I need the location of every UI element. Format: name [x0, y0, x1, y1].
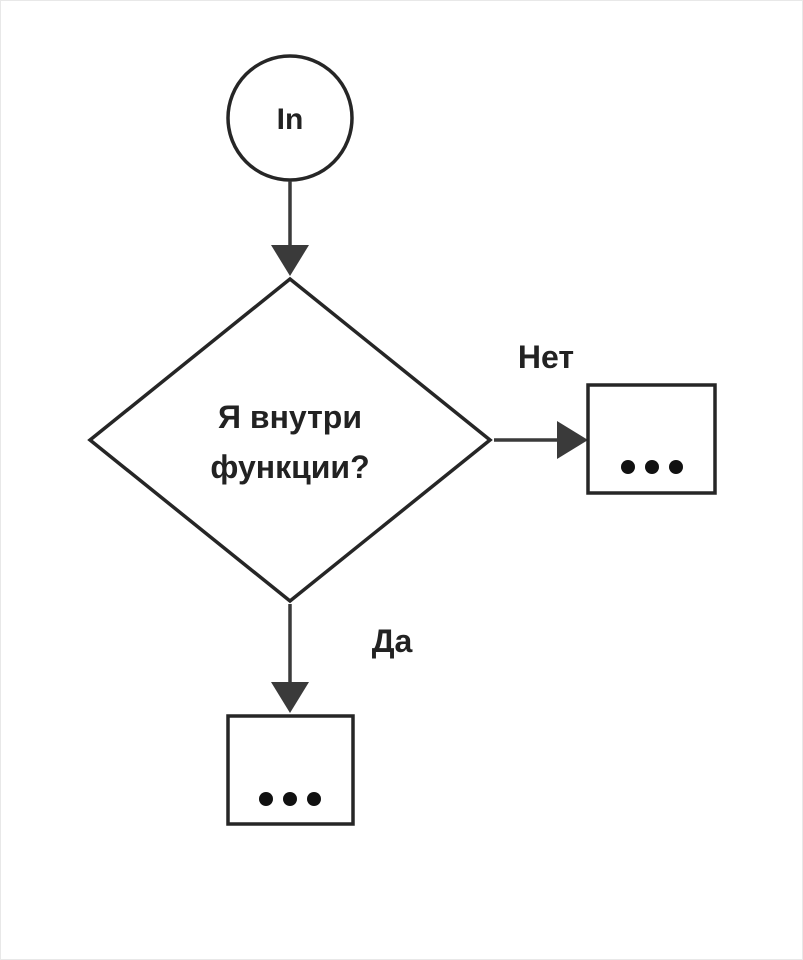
decision-diamond: [87, 276, 493, 604]
arrowhead-down: [271, 682, 309, 713]
branch-yes: Да: [271, 604, 413, 713]
branch-yes-label: Да: [372, 623, 413, 659]
start-node[interactable]: In: [226, 54, 354, 182]
yes-result-rect: [226, 714, 355, 826]
decision-label-line1: Я внутри: [218, 399, 362, 435]
decision-label-line2: функции?: [210, 449, 369, 485]
yes-result-box[interactable]: [226, 714, 355, 826]
no-result-box[interactable]: [586, 383, 717, 495]
connector-start-to-decision: [271, 181, 309, 276]
no-result-rect: [586, 383, 717, 495]
branch-no: Нет: [494, 339, 588, 459]
branch-no-label: Нет: [518, 339, 574, 375]
arrowhead-right: [557, 421, 588, 459]
arrowhead-down: [271, 245, 309, 276]
start-label: In: [277, 103, 304, 136]
ellipsis-icon: [621, 460, 683, 474]
start-circle: [226, 54, 354, 182]
ellipsis-icon: [259, 792, 321, 806]
decision-node[interactable]: Я внутри функции?: [87, 276, 493, 604]
